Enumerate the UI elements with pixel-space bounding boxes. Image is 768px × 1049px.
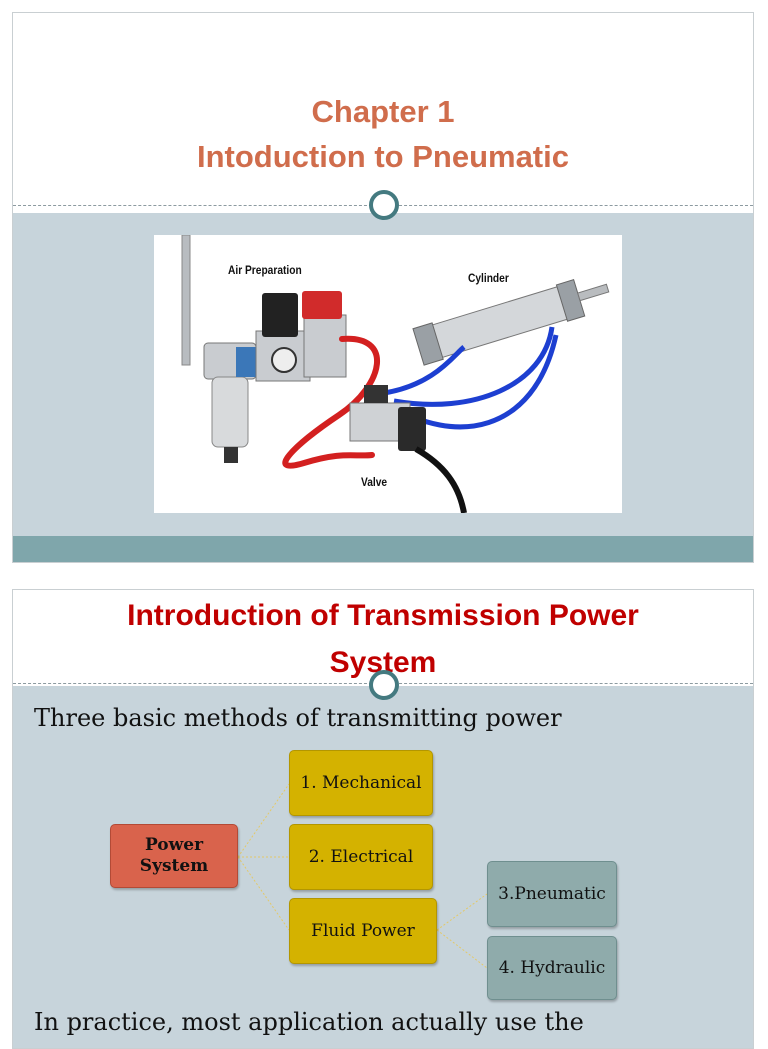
valve-label: Valve bbox=[361, 475, 388, 489]
chapter-title: Intoduction to Pneumatic bbox=[197, 139, 569, 174]
pneumatic-system-photo: Air Preparation Cylinder Valve bbox=[154, 235, 622, 513]
divider-ring-icon bbox=[369, 670, 399, 700]
slide-1-title: Chapter 1 Intoduction to Pneumatic bbox=[13, 89, 753, 179]
mechanical-box: 1. Mechanical bbox=[289, 750, 433, 816]
footer-band bbox=[13, 536, 753, 562]
power-system-box: Power System bbox=[110, 824, 238, 888]
power-system-line-1: Power bbox=[144, 835, 204, 855]
slide-1: Chapter 1 Intoduction to Pneumatic bbox=[12, 12, 754, 563]
slide-2: Introduction of Transmission Power Syste… bbox=[12, 589, 754, 1049]
cylinder-label: Cylinder bbox=[468, 271, 509, 285]
air-preparation-label: Air Preparation bbox=[228, 263, 302, 277]
pneumatic-box: 3.Pneumatic bbox=[487, 861, 617, 927]
slide-body-text: In practice, most application actually u… bbox=[34, 1008, 584, 1036]
hydraulic-box: 4. Hydraulic bbox=[487, 936, 617, 1000]
slide-2-title: Introduction of Transmission Power Syste… bbox=[13, 592, 753, 686]
power-system-line-2: System bbox=[139, 856, 209, 876]
fluid-power-box: Fluid Power bbox=[289, 898, 437, 964]
electrical-box: 2. Electrical bbox=[289, 824, 433, 890]
title-line-1: Introduction of Transmission Power bbox=[127, 599, 639, 632]
chapter-number: Chapter 1 bbox=[311, 94, 455, 129]
slide-subtitle: Three basic methods of transmitting powe… bbox=[34, 704, 562, 732]
divider-ring-icon bbox=[369, 190, 399, 220]
